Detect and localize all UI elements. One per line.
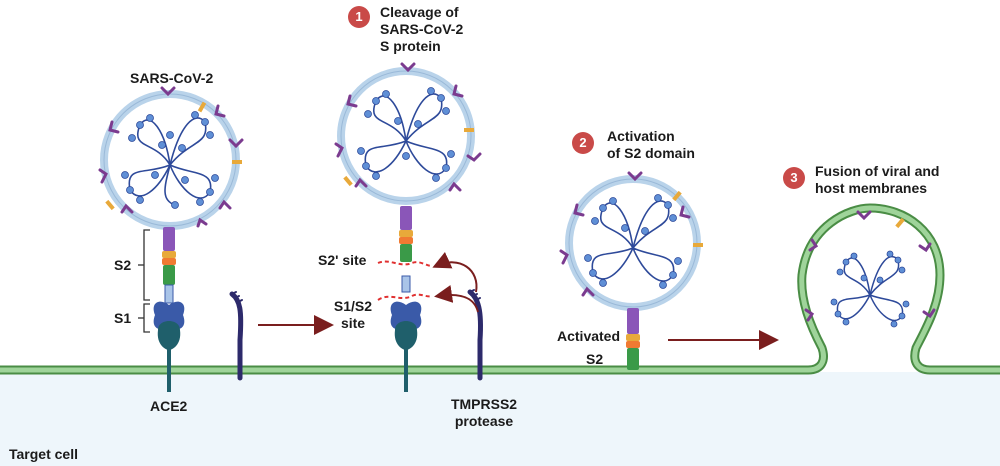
envelope-protein-1b	[232, 160, 242, 164]
step-1-line1: Cleavage of	[380, 4, 459, 20]
fused-virus-interior	[809, 218, 931, 340]
tmprss2-label-line1: TMPRSS2	[450, 396, 518, 412]
envelope-protein-1a	[197, 101, 207, 113]
spike-protein-bound	[162, 227, 176, 304]
s2-prime-site-label: S2' site	[318, 252, 367, 268]
cleavage-arrow-s1s2	[434, 285, 479, 313]
ace2-receptor	[153, 301, 185, 392]
spike-protein-cleaved	[399, 206, 413, 293]
s1s2-site-label-line2: site	[340, 315, 366, 331]
fused-envelope-protein	[895, 217, 905, 229]
activated-s2-spike	[626, 308, 640, 370]
tmprss2-protease-2	[467, 289, 483, 381]
s-domain-brackets	[138, 229, 150, 333]
ace2-receptor-2	[390, 301, 422, 392]
step-2-line2: of S2 domain	[607, 145, 695, 161]
step-2-badge: 2	[572, 132, 594, 154]
cleavage-arrow-s2prime	[432, 251, 478, 293]
activated-s2-label-line2: S2	[586, 351, 604, 367]
step-3-line2: host membranes	[815, 180, 928, 196]
sars-cov-2-virion-1	[98, 86, 244, 230]
viral-rna-beads-1	[121, 111, 219, 209]
s1-label: S1	[114, 310, 132, 326]
envelope-protein-1c	[105, 199, 115, 211]
s1s2-site-label-line1: S1/S2	[333, 298, 373, 314]
step-1-badge: 1	[348, 6, 370, 28]
sars-cov-2-virion-3	[559, 171, 703, 311]
step-3-line1: Fusion of viral and	[815, 163, 940, 179]
target-cell-label: Target cell	[9, 446, 78, 462]
s1s2-cleavage-line	[377, 293, 433, 301]
tmprss2-protease-1	[229, 291, 244, 381]
target-cell-area	[0, 372, 1000, 466]
activated-s2-label-line1: Activated	[557, 328, 621, 344]
spike-proteins-1	[98, 86, 244, 228]
fused-viral-rna	[830, 250, 910, 328]
fused-membrane-spikes	[804, 210, 936, 322]
s2-label: S2	[114, 257, 132, 273]
host-membrane-inner	[0, 205, 1000, 373]
ace2-label: ACE2	[150, 398, 188, 414]
step-2-line1: Activation	[607, 128, 675, 144]
step-3-badge: 3	[783, 167, 805, 189]
step-1-line2: SARS-CoV-2	[380, 21, 464, 37]
s2-prime-cleavage-line	[377, 260, 433, 267]
virus-title: SARS-CoV-2	[130, 70, 214, 86]
tmprss2-label-line2: protease	[454, 413, 514, 429]
sars-cov-2-virion-2	[334, 62, 482, 205]
step-1-line3: S protein	[380, 38, 441, 54]
